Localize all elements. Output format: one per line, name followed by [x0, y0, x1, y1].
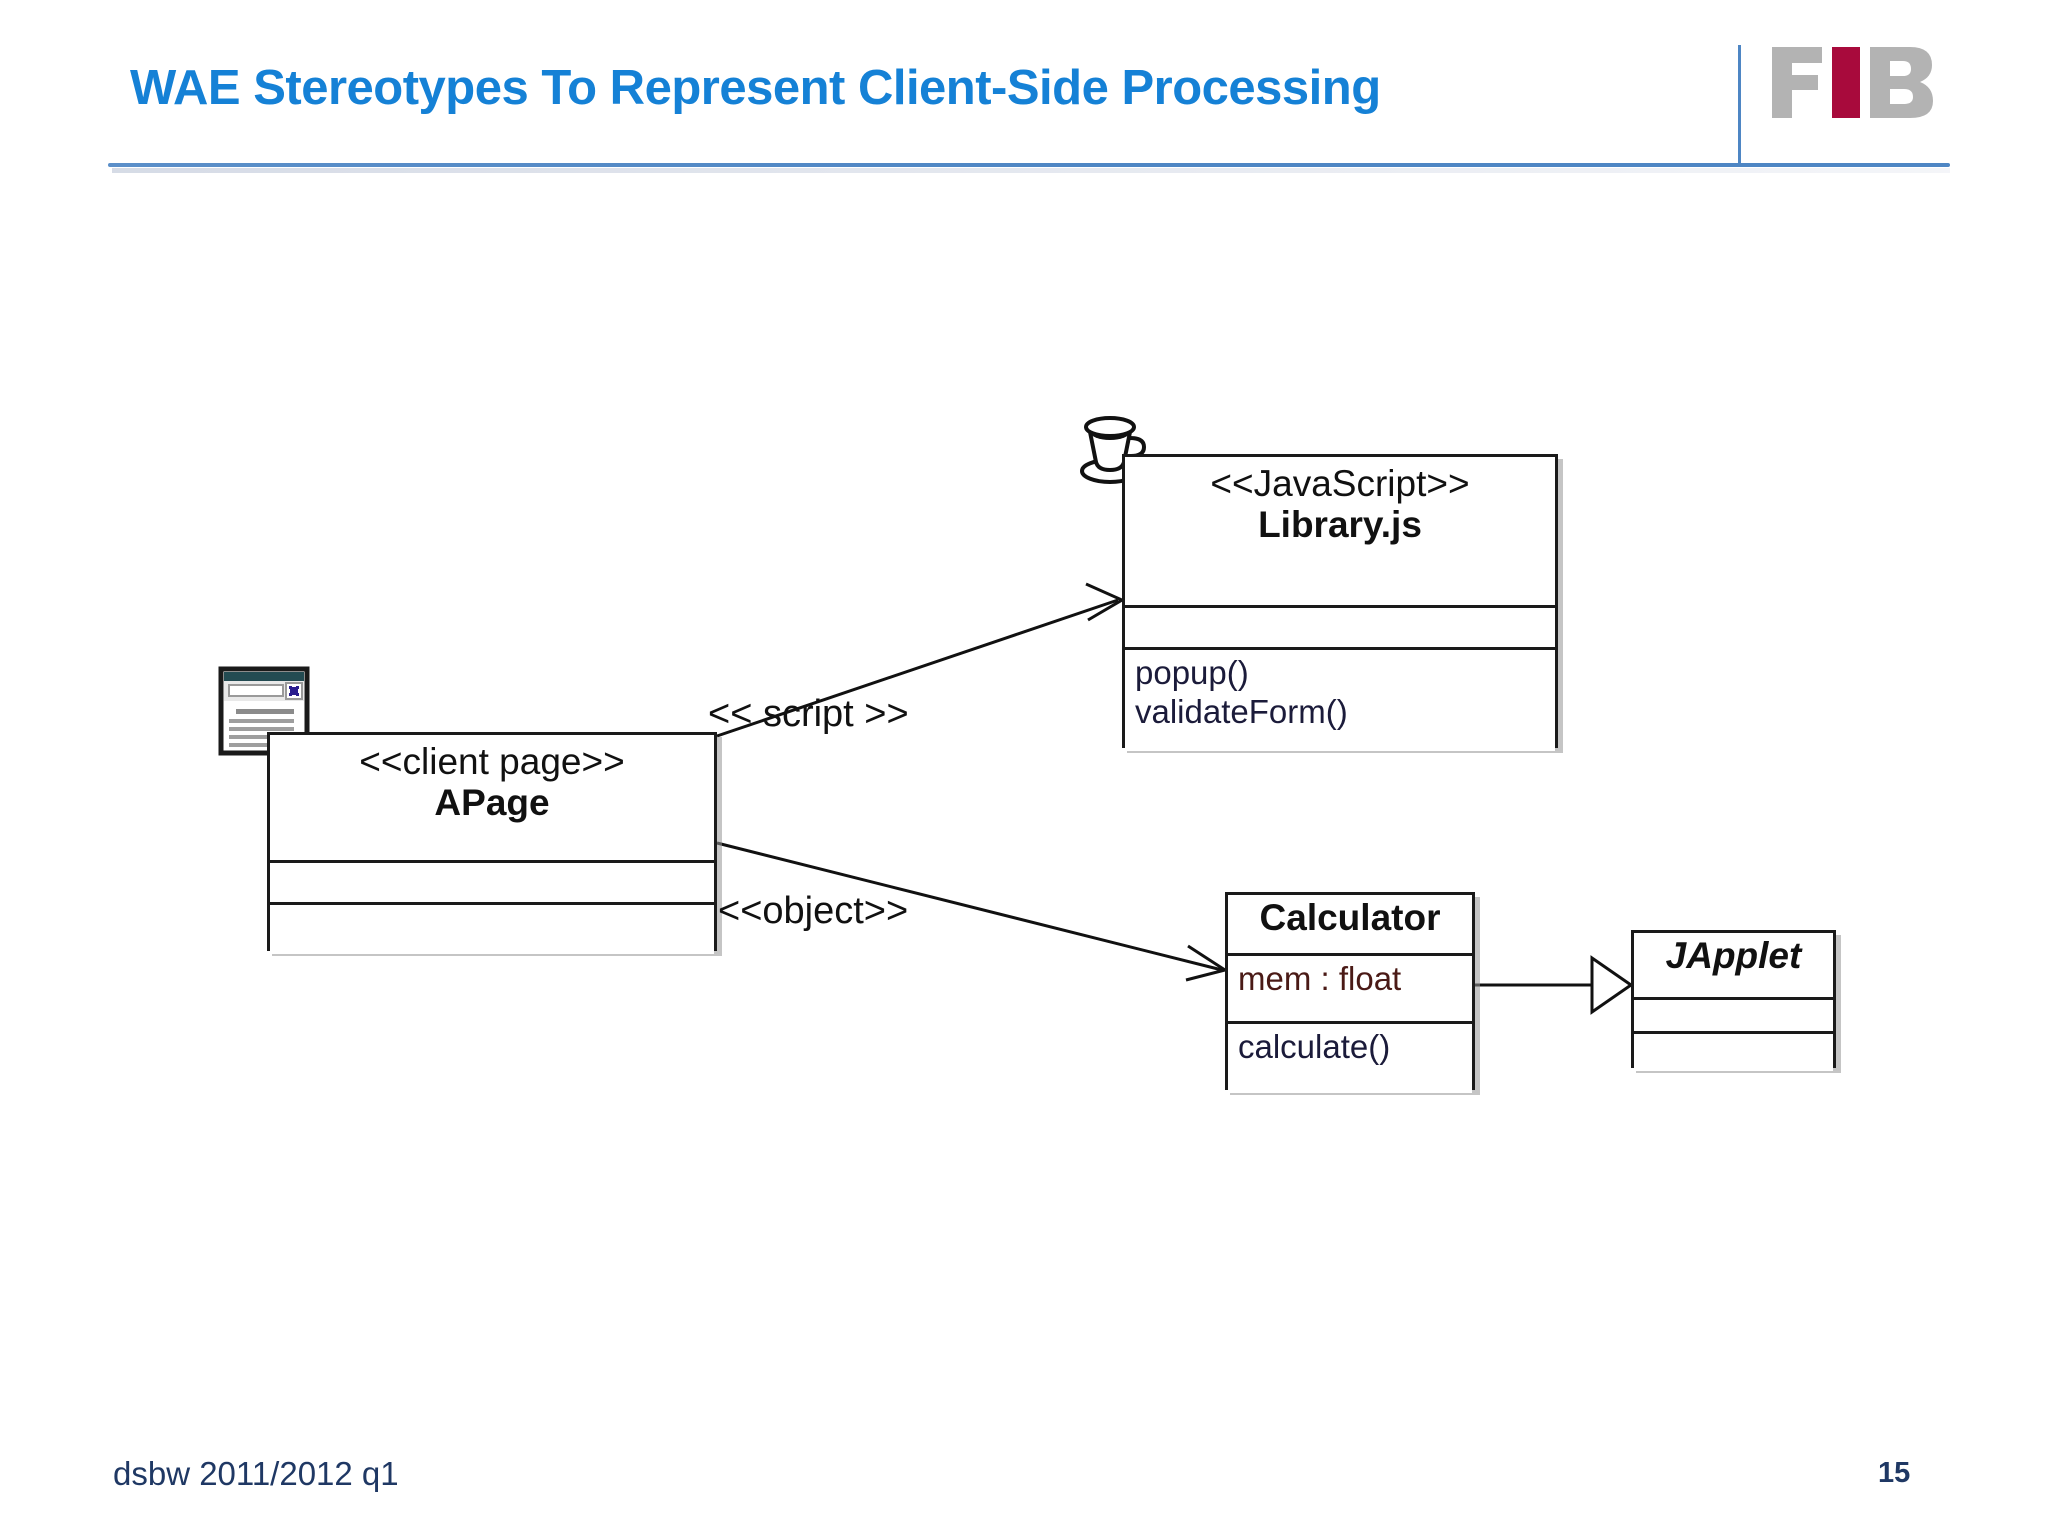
uml-operation-compartment: calculate() [1228, 1021, 1472, 1093]
uml-class-apage[interactable]: <<client page>> APage [267, 732, 717, 954]
uml-name-compartment: <<client page>> APage [270, 735, 714, 860]
relationship-label-object: <<object>> [718, 890, 909, 932]
uml-stereotype: <<client page>> [359, 741, 625, 782]
uml-operation-compartment [1634, 1031, 1833, 1071]
uml-class-calculator[interactable]: Calculator mem : float calculate() [1225, 892, 1475, 1093]
header-rule-shadow [112, 168, 1950, 173]
uml-attribute-compartment: mem : float [1228, 953, 1472, 1021]
uml-operation-compartment: popup() validateForm() [1125, 647, 1555, 751]
uml-diagram: <<JavaScript>> Library.js popup() valida… [0, 180, 2048, 1380]
uml-operation: calculate() [1238, 1028, 1391, 1065]
uml-class-name: Calculator [1259, 897, 1441, 938]
uml-operation: popup() [1135, 654, 1249, 691]
header-divider [108, 163, 1950, 167]
uml-class-name: JApplet [1665, 935, 1802, 976]
uml-stereotype: <<JavaScript>> [1210, 463, 1470, 504]
uml-operation-compartment [270, 902, 714, 954]
page-title: WAE Stereotypes To Represent Client-Side… [130, 61, 1381, 115]
uml-name-compartment: JApplet [1634, 933, 1833, 997]
uml-operation: validateForm() [1135, 692, 1348, 730]
uml-class-name: Library.js [1258, 504, 1422, 546]
relationship-label-script: << script >> [708, 693, 909, 735]
uml-class-library[interactable]: <<JavaScript>> Library.js popup() valida… [1122, 454, 1558, 751]
uml-class-name: APage [434, 782, 550, 824]
uml-attribute: mem : float [1238, 960, 1402, 997]
uml-attribute-compartment [1125, 605, 1555, 647]
header-vertical-divider [1738, 45, 1741, 167]
uml-class-japplet[interactable]: JApplet [1631, 930, 1836, 1071]
uml-name-compartment: <<JavaScript>> Library.js [1125, 457, 1555, 605]
footer-course-label: dsbw 2011/2012 q1 [113, 1455, 399, 1492]
uml-connectors [716, 582, 1634, 1015]
uml-attribute-compartment [270, 860, 714, 902]
page-number: 15 [1878, 1457, 1911, 1489]
uml-name-compartment: Calculator [1228, 895, 1472, 953]
fib-logo [1770, 45, 1935, 120]
uml-attribute-compartment [1634, 997, 1833, 1031]
